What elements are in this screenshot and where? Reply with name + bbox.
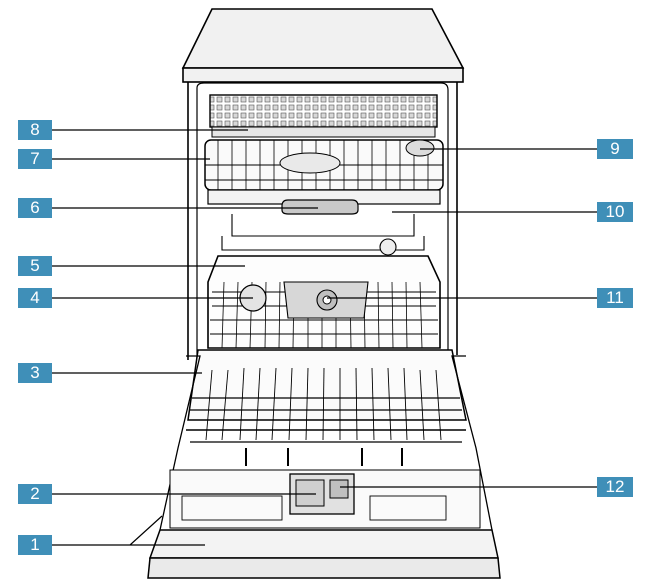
detergent-dispenser [289,473,355,515]
cabinet-body [187,82,458,360]
callout-10: 10 [597,202,633,222]
open-door [147,349,501,579]
callout-7: 7 [18,149,52,169]
leader-line-1 [52,515,205,546]
tub-back [221,214,425,256]
callout-8: 8 [18,120,52,140]
leader-lines [52,129,598,546]
lower-basket [207,255,441,349]
callout-12: 12 [597,477,633,497]
callout-9: 9 [597,139,633,159]
upper-spray-arm [281,199,359,215]
callout-3: 3 [18,363,52,383]
worktop [181,8,465,83]
callout-5: 5 [18,256,52,276]
callout-1: 1 [18,535,52,555]
callout-11: 11 [597,288,633,308]
upper-basket [204,139,444,205]
callout-2: 2 [18,484,52,504]
cutlery-drawer [209,94,438,138]
callout-6: 6 [18,198,52,218]
callout-4: 4 [18,288,52,308]
